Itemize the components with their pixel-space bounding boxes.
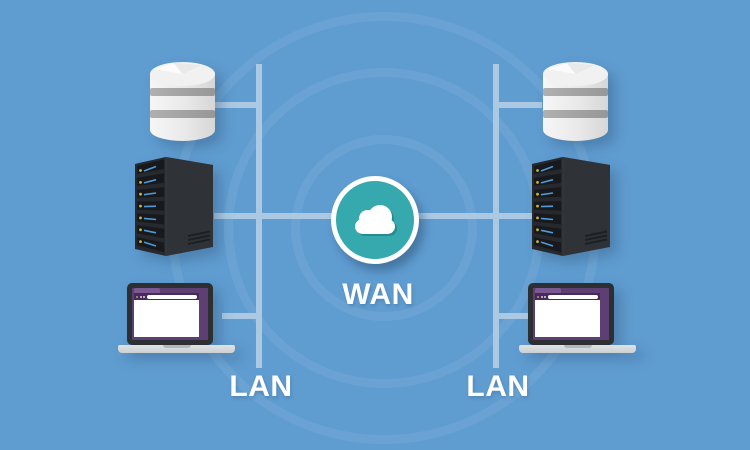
browser-content [535, 300, 600, 337]
laptop-link-left [222, 313, 262, 319]
lan-trunk-line-right [493, 64, 499, 368]
laptop-base [519, 345, 636, 353]
server-node-right [530, 150, 612, 257]
browser-tab [535, 288, 561, 293]
server-icon [532, 157, 610, 256]
lan-label-left: LAN [229, 370, 293, 403]
server-node-left [133, 150, 215, 257]
url-bar [548, 294, 598, 299]
database-node-right [543, 62, 608, 142]
laptop-node-left [118, 283, 235, 353]
laptop-node-right [519, 283, 636, 353]
lan-trunk-line-left [256, 64, 262, 368]
window-dot-icon [537, 295, 539, 298]
url-bar [147, 294, 197, 299]
laptop-link-right [496, 313, 536, 319]
wan-hub [331, 176, 419, 264]
database-icon [543, 62, 608, 141]
lan-label-right: LAN [466, 370, 530, 403]
laptop-notch [162, 345, 191, 348]
database-icon [150, 62, 215, 141]
wan-label: WAN [342, 278, 414, 311]
browser-titlebar [134, 293, 199, 300]
server-icon [135, 157, 213, 256]
window-dot-icon [544, 295, 546, 298]
laptop-lid [528, 283, 614, 345]
cloud-icon [355, 204, 395, 234]
laptop-screen [533, 288, 609, 340]
browser-tab [134, 288, 160, 293]
window-dot-icon [139, 295, 142, 298]
browser-titlebar [535, 293, 600, 300]
database-link-right [496, 102, 542, 108]
window-dot-icon [540, 295, 543, 298]
laptop-notch [563, 345, 592, 348]
window-dot-icon [136, 295, 138, 298]
laptop-base [118, 345, 235, 353]
window-dot-icon [143, 295, 145, 298]
database-link-left [214, 102, 260, 108]
database-node-left [150, 62, 215, 142]
laptop-screen [132, 288, 208, 340]
laptop-lid [127, 283, 213, 345]
browser-content [134, 300, 199, 337]
